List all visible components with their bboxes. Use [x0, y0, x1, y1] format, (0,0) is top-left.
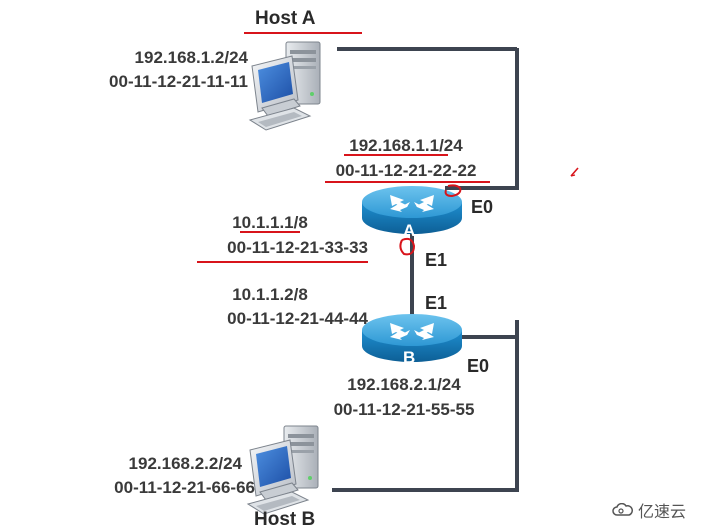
router-b-e1-label: E1 [425, 293, 448, 313]
host-a-computer-icon [249, 41, 321, 131]
router-b-name: B [403, 348, 416, 367]
host-a-ip: 192.168.1.2/24 [134, 48, 248, 67]
red-annotations [197, 32, 579, 263]
router-b-e0-label: E0 [467, 356, 490, 376]
router-a-name: A [403, 221, 416, 240]
cloud-logo-icon [612, 503, 633, 516]
router-a-e1-label: E1 [425, 250, 448, 270]
router-a-e0-ip: 192.168.1.1/24 [349, 136, 463, 155]
host-b-computer-icon [247, 425, 319, 515]
host-b-mac: 00-11-12-21-66-66 [114, 478, 255, 497]
watermark: 亿速云 [612, 498, 686, 522]
host-a-name: Host A [255, 8, 316, 29]
router-b-e1-mac: 00-11-12-21-44-44 [227, 309, 368, 328]
host-b-name: Host B [254, 509, 316, 530]
router-b-e1-ip: 10.1.1.2/8 [232, 285, 308, 304]
router-a-e0-label: E0 [471, 197, 494, 217]
router-a-e0-mac: 00-11-12-21-22-22 [335, 161, 477, 180]
host-a-mac: 00-11-12-21-11-11 [109, 72, 248, 91]
router-a-e1-ip: 10.1.1.1/8 [232, 213, 308, 232]
router-a-e1-mac: 00-11-12-21-33-33 [227, 238, 368, 257]
watermark-text: 亿速云 [637, 504, 686, 521]
host-b-ip: 192.168.2.2/24 [128, 454, 242, 473]
router-b-e0-mac: 00-11-12-21-55-55 [333, 400, 475, 419]
router-b-e0-ip: 192.168.2.1/24 [347, 375, 461, 394]
